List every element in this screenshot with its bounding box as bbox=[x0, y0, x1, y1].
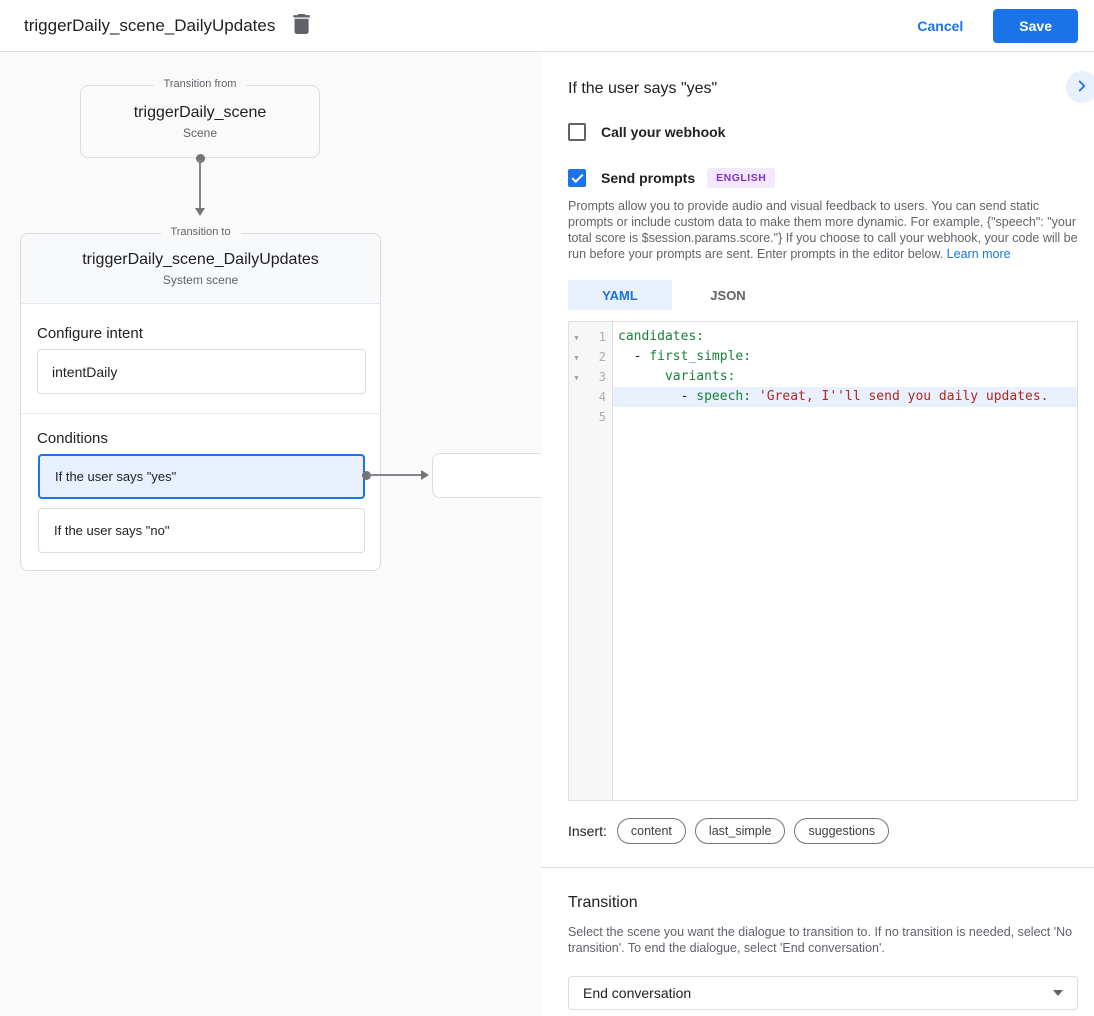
code-token: variants: bbox=[664, 369, 736, 384]
section-divider bbox=[541, 867, 1094, 868]
cancel-button[interactable]: Cancel bbox=[917, 17, 964, 34]
fold-icon[interactable] bbox=[569, 327, 584, 348]
transition-description: Select the scene you want the dialogue t… bbox=[568, 925, 1073, 955]
panel-heading: If the user says "yes" bbox=[568, 80, 718, 97]
to-scene-header: triggerDaily_scene_DailyUpdates System s… bbox=[21, 234, 380, 304]
arrow-down-icon bbox=[195, 208, 205, 216]
insert-label: Insert: bbox=[568, 823, 607, 839]
code-token: first_simple: bbox=[649, 349, 752, 364]
transition-to-card: Transition to triggerDaily_scene_DailyUp… bbox=[20, 226, 381, 571]
line-number: 2 bbox=[598, 350, 606, 364]
connector-line-vertical bbox=[199, 160, 201, 208]
editor-gutter: 1 2 3 4 5 bbox=[569, 322, 613, 800]
insert-row: Insert: content last_simple suggestions bbox=[568, 818, 1078, 844]
send-prompts-checkbox[interactable] bbox=[568, 169, 586, 187]
line-number: 5 bbox=[598, 410, 606, 424]
line-number: 3 bbox=[598, 370, 606, 384]
header-bar: triggerDaily_scene_DailyUpdates Cancel S… bbox=[0, 0, 1094, 52]
delete-scene-button[interactable] bbox=[293, 13, 311, 38]
condition-item-no[interactable]: If the user says "no" bbox=[38, 508, 365, 553]
editor-code-area[interactable]: candidates: - first_simple: variants: - … bbox=[613, 322, 1077, 800]
code-token bbox=[618, 369, 665, 384]
collapse-panel-button[interactable] bbox=[1066, 71, 1094, 103]
code-line: candidates: bbox=[613, 327, 1077, 347]
code-token: speech: bbox=[696, 389, 759, 404]
code-token: - bbox=[618, 389, 697, 404]
code-token: candidates: bbox=[618, 329, 705, 344]
line-number: 4 bbox=[598, 390, 606, 404]
gutter-row: 3 bbox=[569, 367, 612, 387]
editor-format-tabs: YAML JSON bbox=[568, 280, 1078, 310]
code-line bbox=[613, 407, 1077, 427]
transition-to-legend: Transition to bbox=[160, 226, 241, 238]
arrow-right-icon bbox=[421, 470, 429, 480]
connector-dot bbox=[361, 470, 371, 480]
call-webhook-row: Call your webhook bbox=[568, 123, 1078, 141]
gutter-row: 4 bbox=[569, 387, 612, 407]
intent-input[interactable] bbox=[37, 349, 366, 394]
connector-dot bbox=[195, 153, 205, 163]
transition-select-value: End conversation bbox=[583, 985, 692, 1001]
page-title: triggerDaily_scene_DailyUpdates bbox=[24, 15, 276, 35]
code-token: - bbox=[618, 349, 650, 364]
card-divider bbox=[21, 413, 380, 414]
send-prompts-row: Send prompts ENGLISH bbox=[568, 168, 1078, 188]
gutter-row: 1 bbox=[569, 327, 612, 347]
from-scene-subtitle: Scene bbox=[182, 125, 218, 140]
insert-chip-suggestions[interactable]: suggestions bbox=[794, 818, 890, 844]
fold-icon[interactable] bbox=[569, 347, 584, 368]
save-button[interactable]: Save bbox=[993, 8, 1078, 43]
chevron-right-icon bbox=[1073, 77, 1091, 98]
connector-line-horizontal bbox=[368, 474, 422, 476]
condition-item-yes[interactable]: If the user says "yes" bbox=[38, 454, 365, 499]
transition-heading: Transition bbox=[568, 894, 638, 911]
learn-more-link[interactable]: Learn more bbox=[946, 247, 1011, 261]
yaml-code-editor[interactable]: 1 2 3 4 5 candidates: - first_simple: bbox=[568, 321, 1078, 801]
scene-diagram-panel: Transition from triggerDaily_scene Scene… bbox=[0, 52, 541, 1016]
configure-intent-label: Configure intent bbox=[37, 325, 143, 342]
gutter-row: 2 bbox=[569, 347, 612, 367]
to-scene-title: triggerDaily_scene_DailyUpdates bbox=[82, 250, 319, 268]
code-line: - first_simple: bbox=[613, 347, 1077, 367]
insert-chip-last-simple[interactable]: last_simple bbox=[694, 818, 786, 844]
transition-from-legend: Transition from bbox=[153, 78, 247, 90]
transition-select[interactable]: End conversation bbox=[568, 976, 1078, 1010]
transition-from-node[interactable]: Transition from triggerDaily_scene Scene bbox=[80, 78, 320, 158]
tab-json[interactable]: JSON bbox=[710, 287, 746, 303]
prompts-description: Prompts allow you to provide audio and v… bbox=[568, 198, 1078, 262]
code-line-highlighted: - speech: 'Great, I''ll send you daily u… bbox=[613, 387, 1077, 407]
send-prompts-label: Send prompts bbox=[601, 170, 696, 186]
insert-chip-content[interactable]: content bbox=[616, 818, 686, 844]
conditions-label: Conditions bbox=[37, 430, 108, 447]
call-webhook-checkbox[interactable] bbox=[568, 123, 586, 141]
code-token: 'Great, I''ll send you daily updates. bbox=[758, 389, 1049, 404]
condition-label: If the user says "no" bbox=[54, 523, 170, 538]
gutter-row: 5 bbox=[569, 407, 612, 427]
trash-icon bbox=[293, 13, 311, 38]
fold-icon[interactable] bbox=[569, 367, 584, 388]
condition-editor-panel: If the user says "yes" Call your webhook… bbox=[541, 52, 1094, 1016]
dropdown-caret-icon bbox=[1053, 990, 1063, 996]
line-number: 1 bbox=[598, 330, 606, 344]
transition-target-node[interactable] bbox=[432, 453, 541, 498]
language-badge: ENGLISH bbox=[707, 168, 776, 188]
from-scene-title: triggerDaily_scene bbox=[133, 103, 267, 121]
code-line: variants: bbox=[613, 367, 1077, 387]
to-scene-subtitle: System scene bbox=[162, 272, 239, 287]
tab-yaml[interactable]: YAML bbox=[568, 280, 672, 310]
condition-label: If the user says "yes" bbox=[55, 469, 177, 484]
prompts-description-text: Prompts allow you to provide audio and v… bbox=[568, 199, 1078, 261]
call-webhook-label: Call your webhook bbox=[601, 124, 726, 140]
